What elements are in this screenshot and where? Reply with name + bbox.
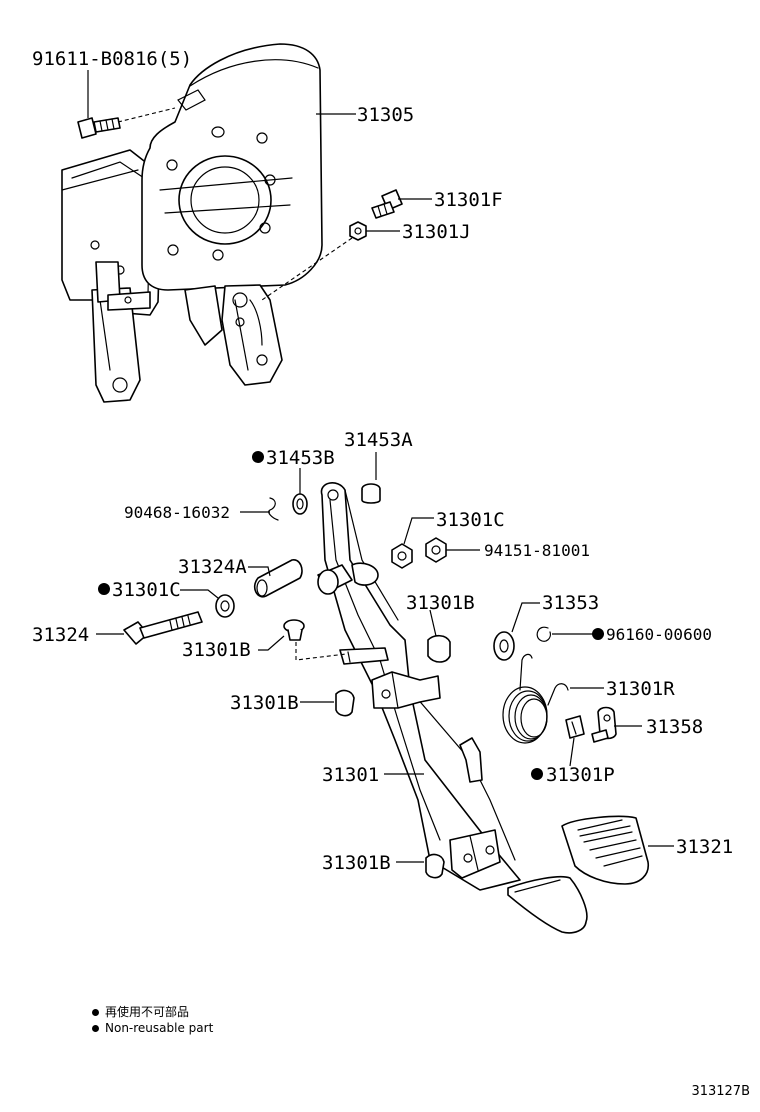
label-31453B: 31453B — [266, 447, 335, 469]
clip-90468 — [268, 497, 279, 521]
leader-lines — [87, 70, 674, 863]
bolt-31324 — [123, 611, 203, 645]
label-31301: 31301 — [322, 764, 379, 786]
part-labels: 91611-B0816(5) 31305 31301F 31301J 31453… — [32, 48, 733, 874]
legend-row-en: Non-reusable part — [92, 1020, 213, 1036]
bolt-31301F — [371, 189, 403, 219]
legend: 再使用不可部品 Non-reusable part — [92, 1004, 213, 1036]
clip-96160 — [536, 626, 551, 642]
diagram-code: 313127B — [691, 1084, 750, 1099]
label-31301J: 31301J — [402, 221, 471, 243]
pin-31453A — [361, 483, 381, 504]
legend-dot-icon — [92, 1008, 99, 1016]
label-31305: 31305 — [357, 104, 414, 126]
spring-31301R — [502, 653, 569, 744]
label-31301B-side: 31301B — [406, 592, 475, 614]
legend-row-jp: 再使用不可部品 — [92, 1004, 213, 1020]
label-96160: 96160-00600 — [606, 625, 712, 644]
collar-31324A — [253, 559, 303, 598]
bracket-31358 — [591, 706, 617, 743]
stopper-31301B-mid — [283, 619, 305, 641]
label-31324A: 31324A — [178, 556, 247, 578]
label-31324: 31324 — [32, 624, 89, 646]
label-31301B-bottom: 31301B — [322, 852, 391, 874]
legend-text-jp: 再使用不可部品 — [105, 1005, 190, 1019]
label-31453A: 31453A — [344, 429, 413, 451]
cushion-31301B-left — [335, 689, 355, 717]
label-31301C-left: 31301C — [112, 579, 181, 601]
legend-text-en: Non-reusable part — [105, 1021, 214, 1035]
label-31321: 31321 — [676, 836, 733, 858]
pedal-bracket-31305 — [61, 43, 403, 403]
cushion-31301B-bottom — [425, 853, 445, 879]
label-31301C-top: 31301C — [436, 509, 505, 531]
nut-94151 — [425, 537, 447, 563]
label-31301B-left: 31301B — [230, 692, 299, 714]
pedal-pad-31321 — [561, 815, 650, 885]
nut-31301C-left — [215, 594, 235, 618]
nut-31301C-top — [391, 543, 413, 569]
label-90468: 90468-16032 — [124, 503, 230, 522]
label-94151: 94151-81001 — [484, 541, 590, 560]
label-31301F: 31301F — [434, 189, 503, 211]
bushing-31453B — [292, 493, 308, 515]
label-31301B-mid: 31301B — [182, 639, 251, 661]
non-reusable-markers — [98, 451, 604, 780]
bushing-31353 — [493, 631, 515, 661]
label-31301P: 31301P — [546, 764, 615, 786]
label-31358: 31358 — [646, 716, 703, 738]
label-31353: 31353 — [542, 592, 599, 614]
label-31301R: 31301R — [606, 678, 675, 700]
nut-31301J — [349, 221, 367, 241]
clip-31301P — [565, 715, 585, 739]
legend-dot-icon — [92, 1024, 99, 1032]
pedal-arm-31301 — [317, 482, 588, 934]
bolt-91611 — [77, 117, 121, 139]
label-91611: 91611-B0816(5) — [32, 48, 192, 70]
cushion-31301B-side — [427, 634, 451, 663]
